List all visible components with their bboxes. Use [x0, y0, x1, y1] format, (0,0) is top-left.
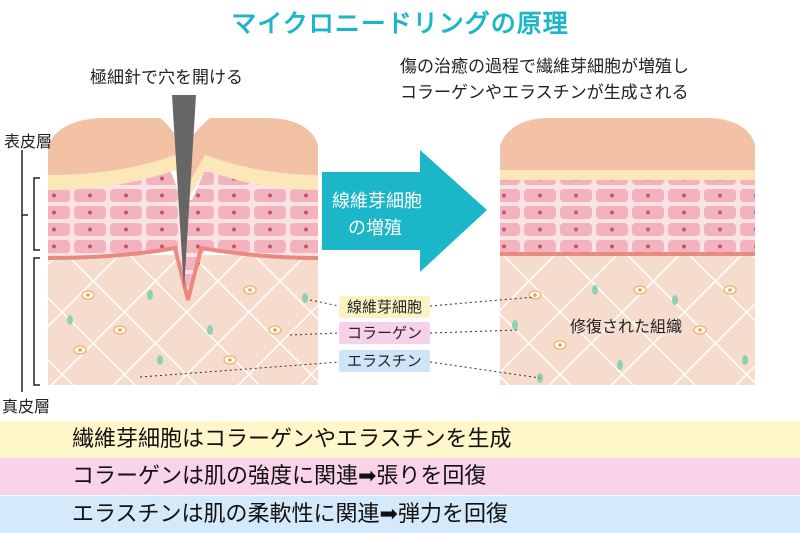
- summary-collagen: コラーゲンは肌の強度に関連➡張りを回復: [0, 458, 800, 495]
- page-title: マイクロニードリングの原理: [231, 9, 569, 38]
- legend-collagen: コラーゲン: [339, 322, 431, 344]
- stratum-corneum-right: [500, 118, 755, 172]
- proliferation-arrow: [322, 150, 487, 272]
- summary-fibroblast: 繊維芽細胞はコラーゲンやエラスチンを生成: [0, 421, 800, 458]
- arrow-text: 線維芽細胞 の増殖: [332, 188, 452, 242]
- leader-lines: [139, 296, 541, 379]
- dermis-right: [500, 255, 755, 385]
- wounded-skin: [47, 95, 319, 385]
- process-note-line1: 傷の治癒の過程で繊維芽細胞が増殖し: [400, 57, 689, 77]
- needle-label: 極細針で穴を開ける: [90, 68, 243, 88]
- legend-fibroblast: 線維芽細胞: [339, 296, 431, 318]
- process-note-line2: コラーゲンやエラスチンが生成される: [400, 83, 689, 103]
- epidermis-right: [500, 178, 755, 253]
- epidermis-label: 表皮層: [4, 132, 53, 151]
- repaired-tissue-label: 修復された組織: [570, 317, 683, 336]
- process-note: 傷の治癒の過程で繊維芽細胞が増殖し コラーゲンやエラスチンが生成される: [400, 54, 795, 106]
- layer-brackets: [21, 150, 40, 392]
- arrow-text-line2: の増殖: [348, 218, 402, 239]
- dermis-label: 真皮層: [2, 397, 51, 416]
- arrow-text-line1: 線維芽細胞: [332, 191, 422, 212]
- needle: [172, 95, 196, 290]
- repaired-skin: [500, 118, 755, 385]
- summary-elastin: エラスチンは肌の柔軟性に関連➡弾力を回復: [0, 496, 800, 533]
- legend-elastin: エラスチン: [339, 350, 430, 372]
